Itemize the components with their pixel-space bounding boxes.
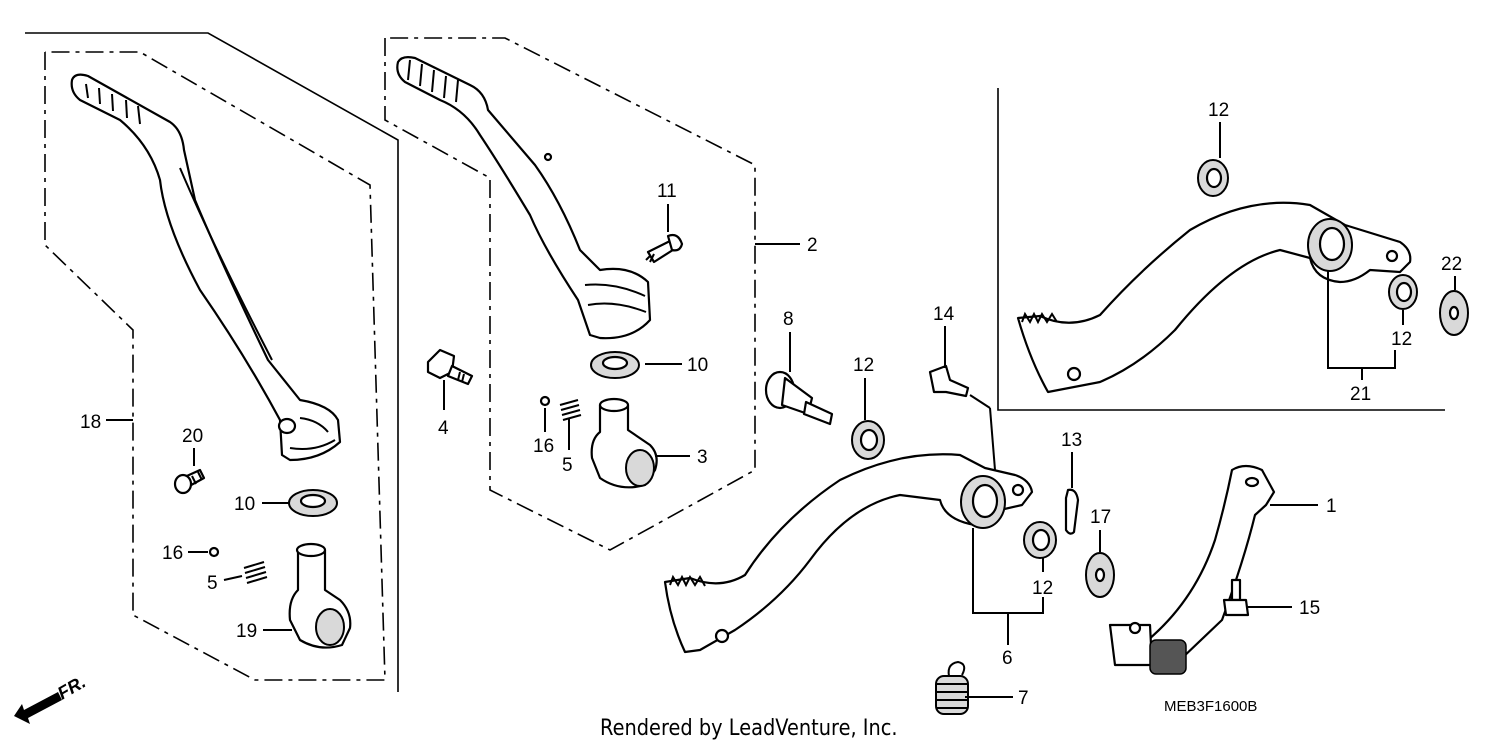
callout-15: 15	[1299, 598, 1320, 619]
callout-20: 20	[182, 426, 203, 447]
group-frame-21	[997, 88, 1445, 411]
bolt-15	[1222, 578, 1250, 617]
callout-13: 13	[1061, 430, 1082, 451]
washer-10-lower	[288, 489, 338, 517]
callout-12-a: 12	[853, 355, 874, 376]
callout-21: 21	[1350, 384, 1371, 405]
callout-19: 19	[236, 621, 257, 642]
group-frame-18	[25, 32, 399, 692]
pin-14	[928, 364, 970, 398]
pivot-bolt-8	[764, 370, 834, 426]
kick-arm-18	[70, 73, 342, 462]
callout-18: 18	[80, 412, 101, 433]
spring-7	[935, 660, 969, 715]
callout-8: 8	[783, 309, 794, 330]
callout-14: 14	[933, 304, 955, 325]
callout-16-lower: 16	[162, 543, 183, 564]
cotter-pin-13	[1064, 488, 1080, 535]
footer-credit: Rendered by LeadVenture, Inc.	[600, 716, 898, 741]
front-arrow-icon: FR.	[14, 672, 89, 724]
washer-10-upper	[590, 351, 640, 379]
leader-lines	[106, 122, 1456, 698]
callout-1: 1	[1326, 496, 1337, 517]
seal-12-a	[851, 420, 885, 460]
bolt-20	[173, 468, 206, 495]
callout-16-upper: 16	[533, 436, 554, 457]
bolt-11	[645, 233, 684, 264]
washer-17	[1085, 552, 1115, 598]
callout-7: 7	[1018, 688, 1029, 709]
seal-12-b	[1023, 521, 1057, 559]
callout-5-lower: 5	[207, 573, 218, 594]
group-frame-2	[384, 37, 756, 551]
callout-5-upper: 5	[562, 455, 573, 476]
callout-17: 17	[1090, 507, 1111, 528]
callout-12-c: 12	[1208, 100, 1229, 121]
brake-pedal-21	[1016, 201, 1412, 394]
drawing-code: MEB3F1600B	[1164, 698, 1257, 715]
brake-pedal-6	[663, 453, 1034, 654]
spring-5-upper	[559, 399, 582, 421]
callout-12-b: 12	[1032, 578, 1053, 599]
callout-3: 3	[697, 447, 708, 468]
callout-2: 2	[807, 235, 818, 256]
callout-10-lower: 10	[234, 494, 255, 515]
boss-3	[590, 397, 658, 489]
ball-16-upper	[539, 395, 551, 407]
kick-arm-2	[396, 56, 652, 340]
callout-22: 22	[1441, 254, 1462, 275]
callout-12-d: 12	[1391, 329, 1412, 350]
boss-19	[288, 542, 352, 649]
callout-6: 6	[1002, 648, 1013, 669]
bolt-4	[426, 348, 474, 386]
callout-11: 11	[657, 181, 677, 202]
ball-16-lower	[208, 546, 220, 558]
seal-12-c	[1197, 159, 1229, 197]
callout-10-upper: 10	[687, 355, 708, 376]
gearshift-1	[1108, 464, 1276, 675]
seal-12-d	[1388, 274, 1418, 310]
washer-22	[1439, 290, 1469, 336]
callout-4: 4	[438, 418, 449, 439]
spring-5-lower	[243, 561, 268, 584]
